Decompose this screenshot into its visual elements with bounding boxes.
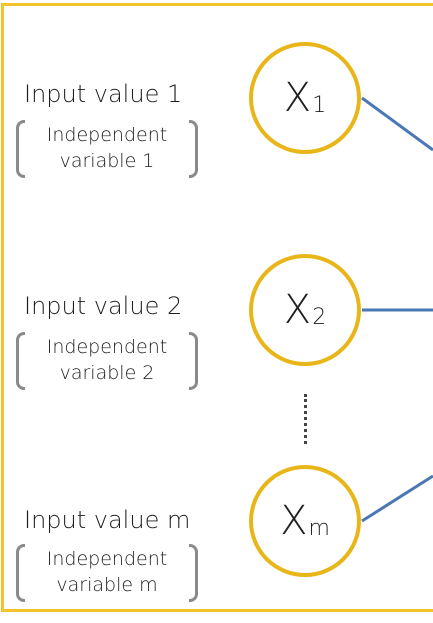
independent-variable-note-2: Independent variable 2: [16, 332, 198, 396]
input-label-2: Input value 2: [24, 292, 183, 320]
input-label-m: Input value m: [24, 506, 191, 534]
edge-x1: [361, 96, 433, 152]
independent-variable-note-1: Independent variable 1: [16, 120, 198, 184]
left-bracket: [16, 120, 25, 178]
note-line-1: Independent: [46, 124, 168, 146]
node-symbol: X: [280, 498, 308, 544]
node-subscript: m: [308, 515, 330, 541]
right-bracket: [189, 120, 198, 178]
note-line-2: variable 1: [59, 150, 155, 172]
left-bracket: [16, 544, 25, 602]
node-subscript: 1: [312, 92, 327, 118]
right-bracket: [189, 544, 198, 602]
node-symbol: X: [283, 287, 312, 333]
independent-variable-note-m: Independent variable m: [16, 544, 198, 608]
input-label-1: Input value 1: [24, 80, 183, 108]
note-line-1: Independent: [46, 336, 168, 358]
ellipsis-dots: [304, 394, 307, 444]
node-subscript: 2: [312, 304, 327, 330]
edge-xm: [361, 474, 433, 523]
left-bracket: [16, 332, 25, 390]
note-line-2: variable m: [56, 574, 158, 596]
note-line-2: variable 2: [59, 362, 155, 384]
node-symbol: X: [283, 75, 312, 121]
note-line-1: Independent: [46, 548, 168, 570]
diagram-frame: [1, 3, 433, 612]
right-bracket: [189, 332, 198, 390]
